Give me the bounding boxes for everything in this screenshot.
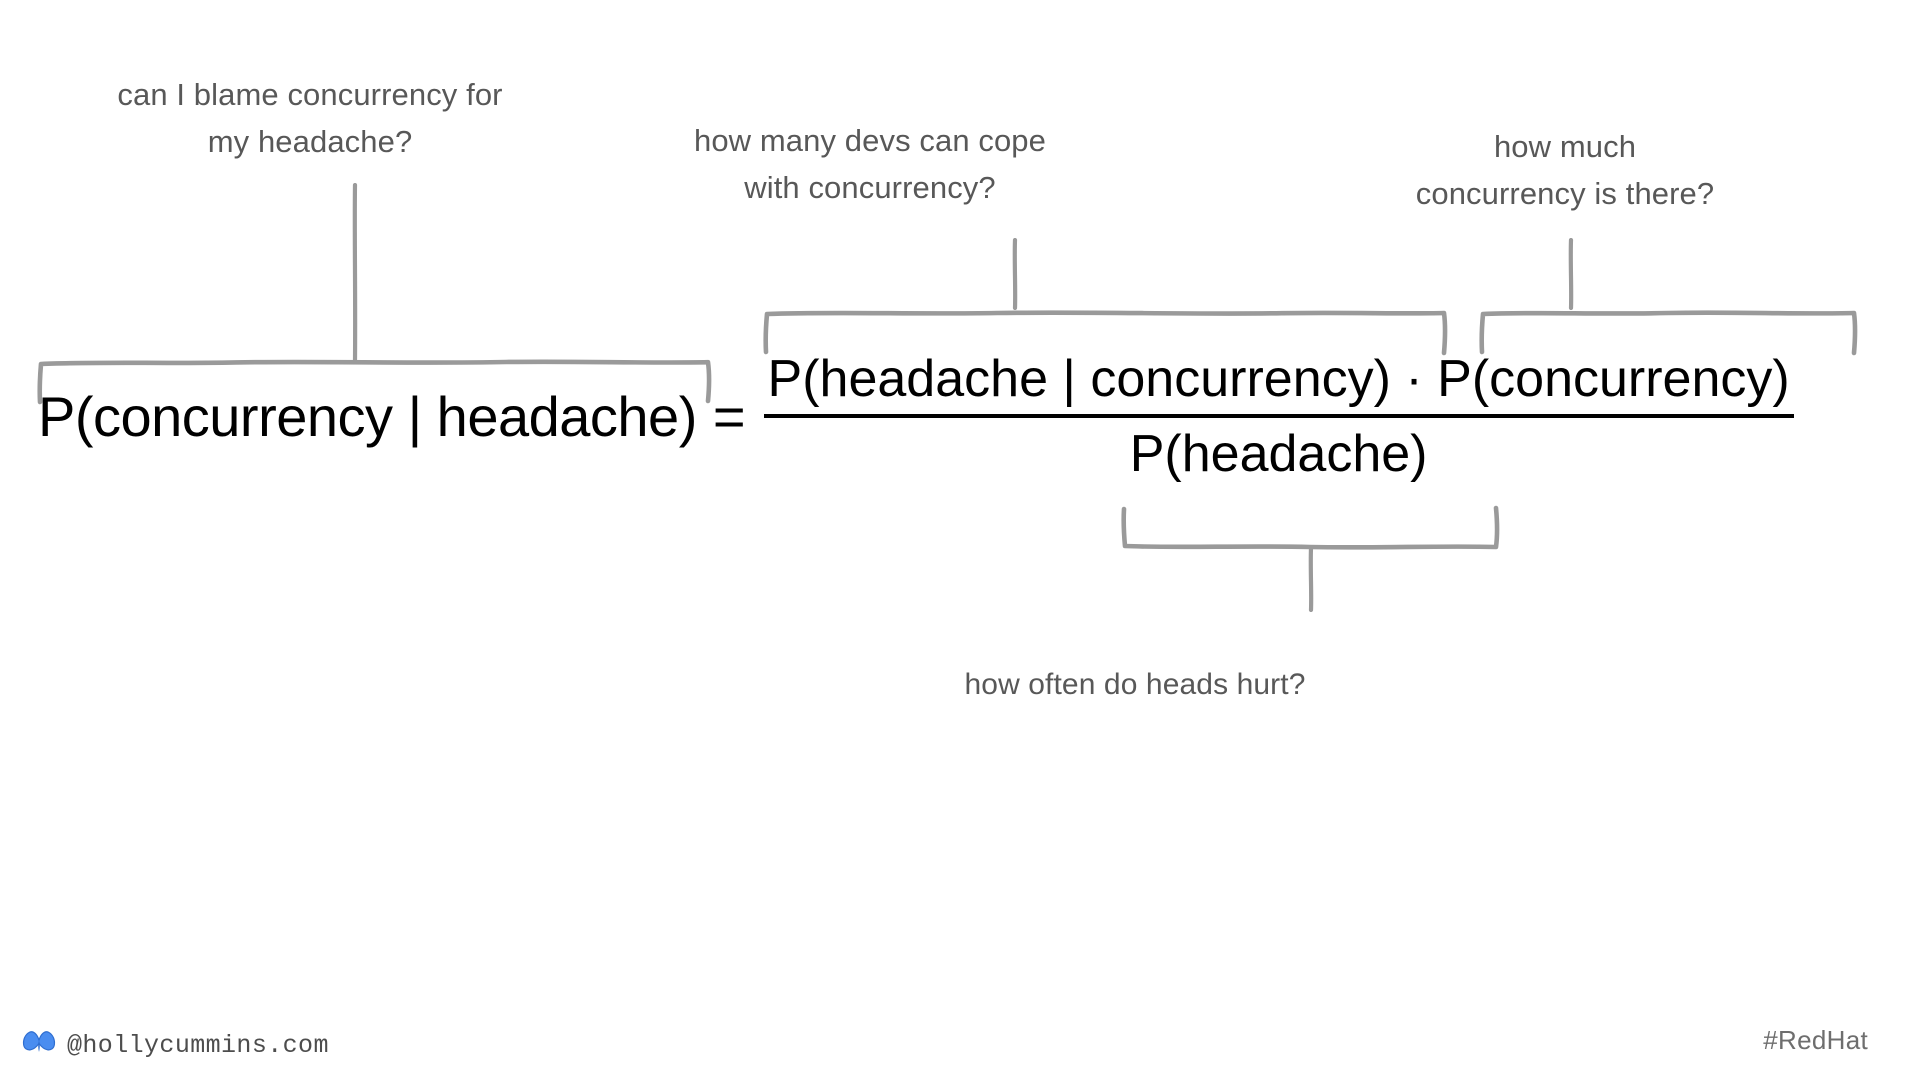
annotation-right: how much concurrency is there?: [1415, 129, 1715, 211]
footer-hashtag: #RedHat: [1763, 1025, 1868, 1055]
annotation-left: can I blame concurrency for my headache?: [117, 77, 503, 159]
stem-bottom: [1308, 546, 1314, 612]
brace-right-prior: [1479, 310, 1858, 356]
footer-handle-text[interactable]: @hollycummins.com: [67, 1030, 329, 1060]
equation-fraction: P(headache | concurrency) · P(concurrenc…: [763, 350, 1794, 484]
fraction-bar: [763, 414, 1794, 419]
annotation-bottom: how often do heads hurt?: [964, 668, 1306, 701]
equation-numerator: P(headache | concurrency) · P(concurrenc…: [767, 350, 1790, 408]
brace-left-posterior: [37, 359, 712, 405]
bayes-equation: P(concurrency | headache) = P(headache |…: [38, 351, 1794, 482]
bluesky-butterfly-icon: [22, 1031, 56, 1052]
equation-denominator: P(headache): [1129, 425, 1428, 484]
equation-lhs: P(concurrency | headache): [38, 384, 697, 448]
annotation-middle: how many devs can cope with concurrency?: [693, 123, 1046, 205]
footer-handle-group[interactable]: @hollycummins.com: [22, 1030, 329, 1060]
equation-equals-sign: =: [712, 384, 746, 448]
stem-right: [1568, 238, 1574, 310]
stem-left: [352, 183, 358, 363]
stem-middle: [1012, 238, 1018, 310]
brace-middle-likelihood: [763, 310, 1448, 356]
